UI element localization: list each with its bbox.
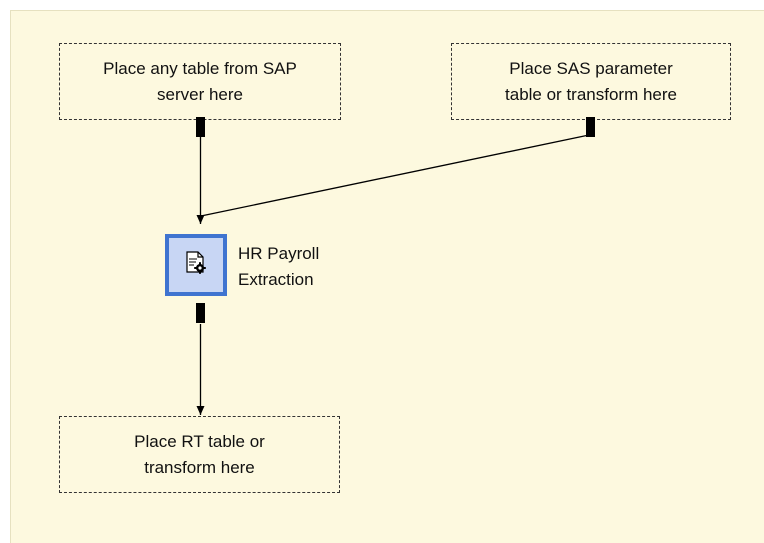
parameter-table-drop-zone[interactable]: Place SAS parameter table or transform h… bbox=[451, 43, 731, 120]
parameter-table-placeholder-text: Place SAS parameter table or transform h… bbox=[505, 58, 677, 104]
source-table-placeholder-text: Place any table from SAP server here bbox=[103, 58, 297, 104]
node-output-port[interactable] bbox=[196, 303, 205, 323]
source-table-drop-zone[interactable]: Place any table from SAP server here bbox=[59, 43, 341, 120]
connector-lines bbox=[196, 134, 590, 415]
parameter-output-port[interactable] bbox=[586, 117, 595, 137]
source-output-port[interactable] bbox=[196, 117, 205, 137]
hr-payroll-extraction-node[interactable] bbox=[165, 234, 227, 296]
node-label: HR Payroll Extraction bbox=[238, 244, 320, 289]
connector-parameter-to-node bbox=[200, 134, 590, 217]
target-table-placeholder-text: Place RT table or transform here bbox=[134, 431, 265, 477]
document-gear-icon bbox=[185, 250, 207, 280]
target-table-drop-zone[interactable]: Place RT table or transform here bbox=[59, 416, 340, 493]
diagram-canvas: Place any table from SAP server here Pla… bbox=[10, 10, 764, 543]
